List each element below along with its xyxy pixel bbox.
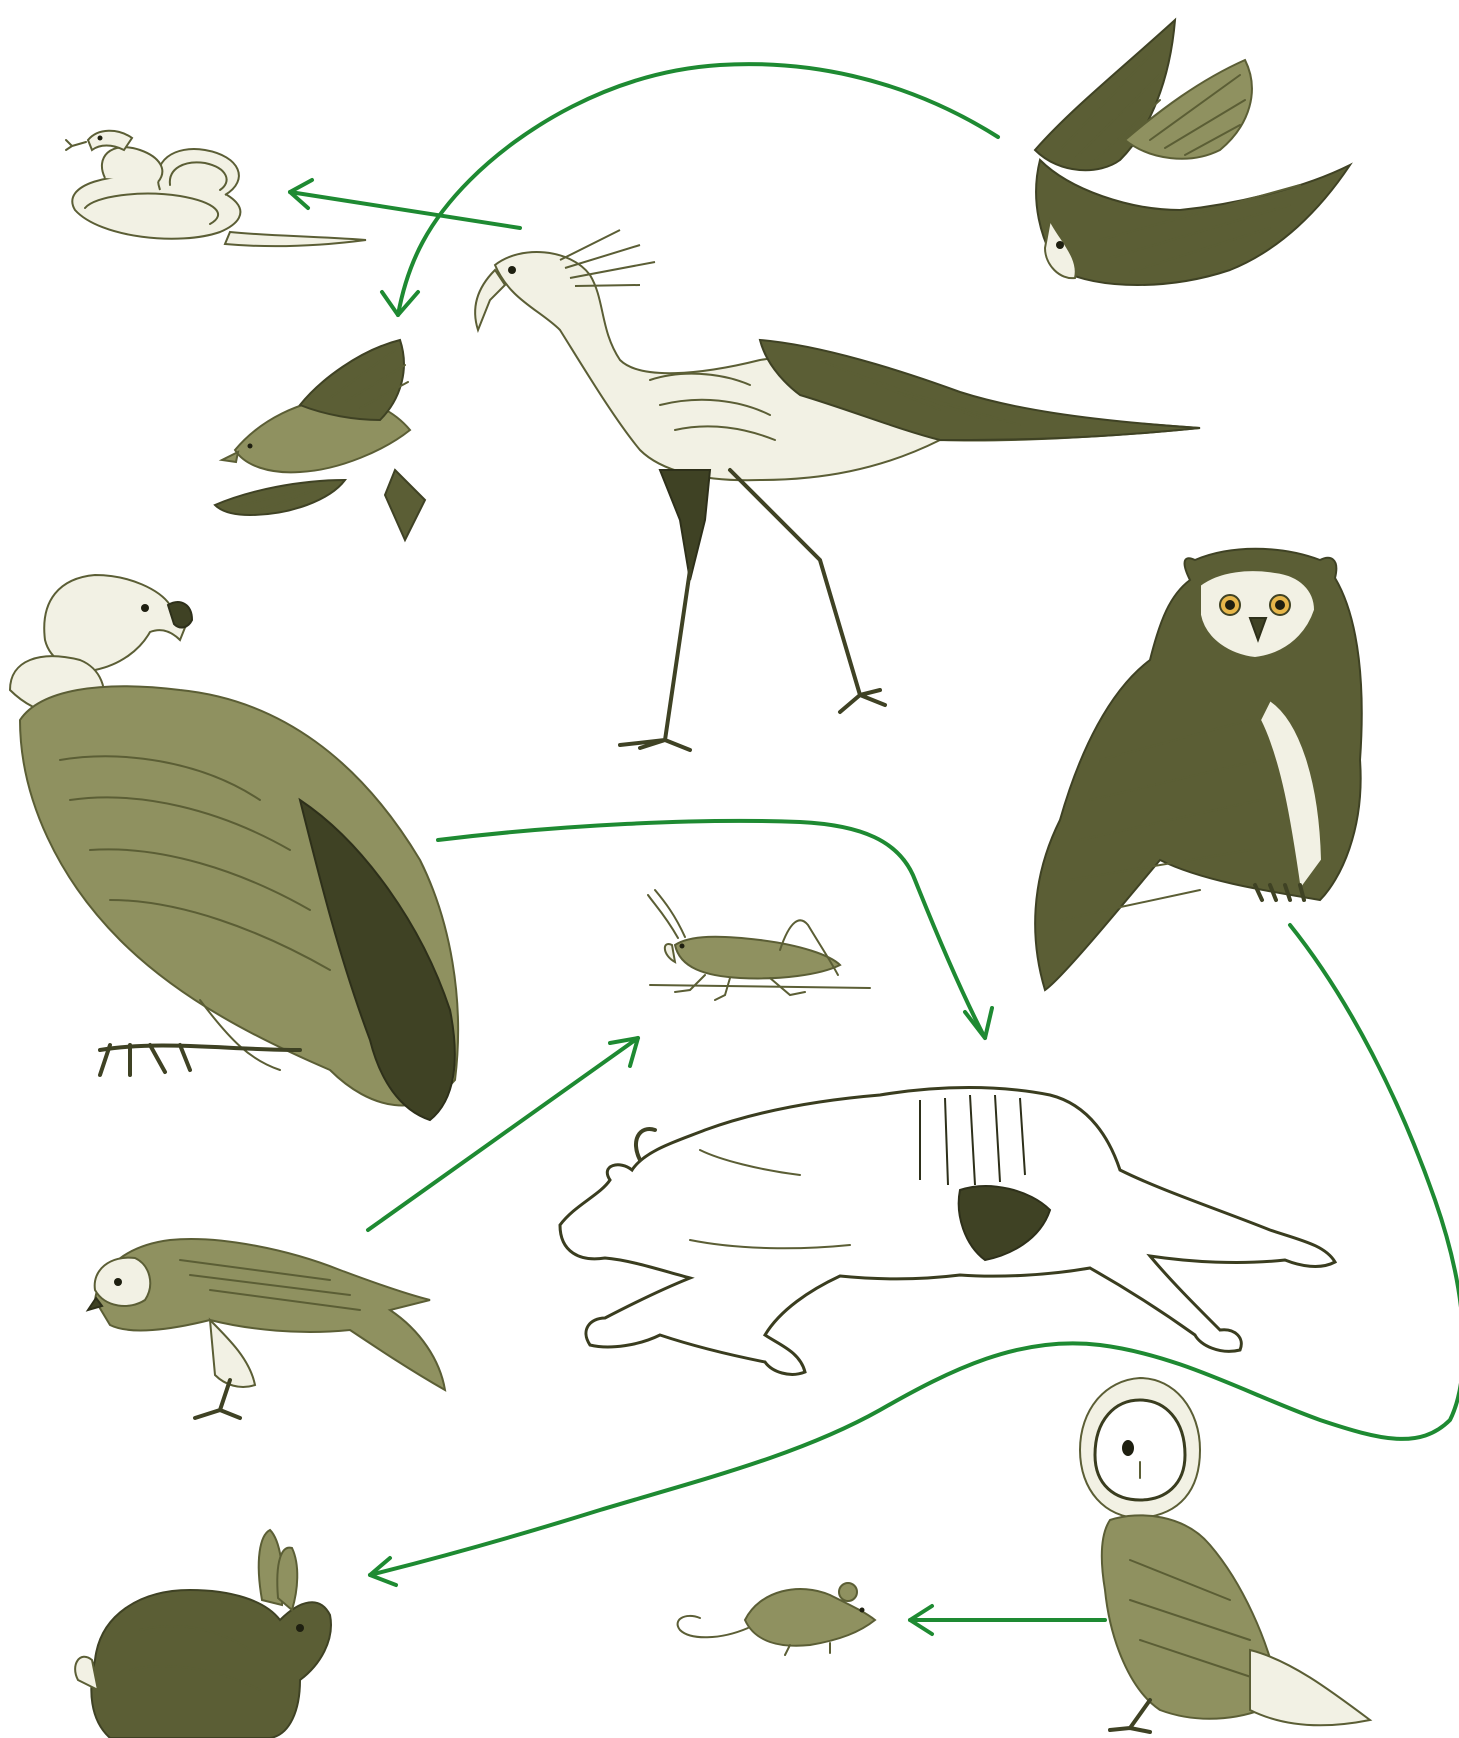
secretary-bird-icon bbox=[475, 230, 1200, 750]
small-bird-icon bbox=[215, 340, 425, 540]
vulture-icon bbox=[10, 575, 458, 1120]
arrow-vulture-to-carcass bbox=[438, 821, 985, 1038]
eagle-owl-icon bbox=[1035, 549, 1362, 990]
mouse-icon bbox=[678, 1583, 875, 1655]
grasshopper-icon bbox=[648, 890, 870, 1000]
snake-icon bbox=[66, 131, 366, 246]
falcon-icon bbox=[1035, 20, 1350, 285]
kestrel-icon bbox=[88, 1239, 445, 1418]
carcass-icon bbox=[560, 1088, 1335, 1375]
arrow-secretary-bird-to-snake bbox=[290, 192, 520, 228]
barn-owl-icon bbox=[1080, 1378, 1370, 1732]
rabbit-icon bbox=[75, 1530, 331, 1738]
